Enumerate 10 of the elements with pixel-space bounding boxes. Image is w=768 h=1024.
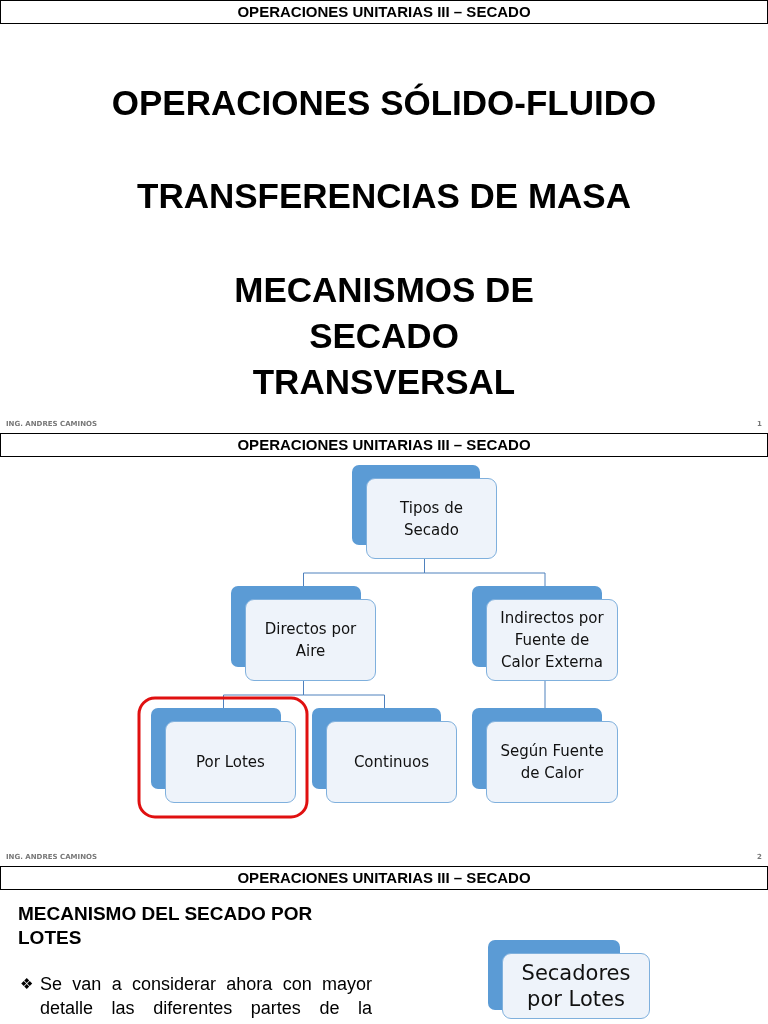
section-heading: MECANISMO DEL SECADO POR LOTES xyxy=(18,902,314,950)
slide-title: MECANISMOS DE SECADO TRANSVERSAL xyxy=(233,269,535,403)
bullet-icon: ❖ xyxy=(20,976,33,992)
slide-header: OPERACIONES UNITARIAS III – SECADO xyxy=(0,433,768,457)
slide-title: TRANSFERENCIAS DE MASA xyxy=(136,175,632,217)
slide-header: OPERACIONES UNITARIAS III – SECADO xyxy=(0,0,768,24)
bullet-text: Se van a considerar ahora con mayor detalle las diferentes partes de la xyxy=(40,973,372,1020)
connector-line xyxy=(544,680,546,709)
slide-header: OPERACIONES UNITARIAS III – SECADO xyxy=(0,866,768,890)
slide-title: OPERACIONES SÓLIDO-FLUIDO xyxy=(110,82,658,124)
